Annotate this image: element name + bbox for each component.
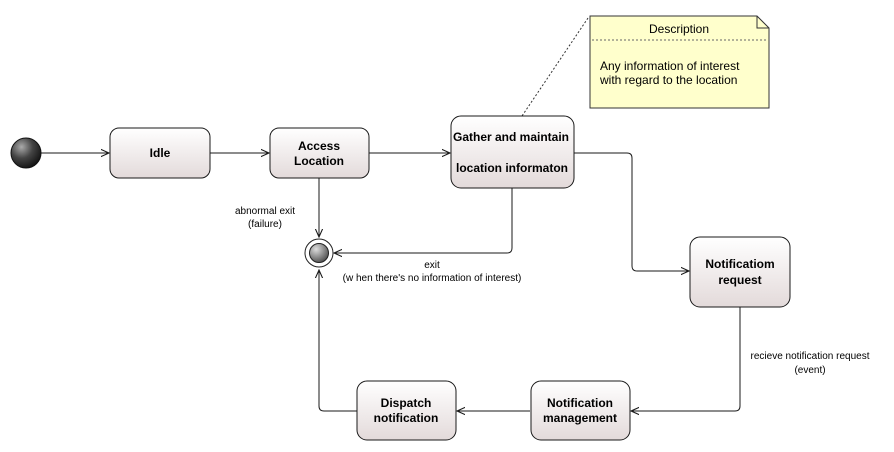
svg-text:exit: exit [424,260,440,271]
note-connector [521,17,589,117]
state-idle[interactable]: Idle [109,127,211,179]
svg-text:recieve notification request: recieve notification request [751,351,870,362]
state-access-location[interactable]: Access Location [269,127,370,179]
final-node [304,238,334,268]
label-exit: exit (w hen there's no information of in… [343,260,522,284]
note-text-line2: with regard to the location [599,73,737,87]
note-title: Description [649,22,709,36]
svg-text:Access: Access [298,139,340,153]
description-note: Description Any information of interest … [589,15,770,109]
svg-text:notification: notification [374,411,439,425]
edge-gather-to-final [334,188,513,253]
initial-node [10,137,42,169]
svg-text:Notificatiom: Notificatiom [705,257,774,271]
state-idle-label: Idle [150,146,171,160]
state-notification-request[interactable]: Notificatiom request [689,236,791,308]
svg-text:abnormal exit: abnormal exit [235,206,295,217]
edge-dispatch-to-final [319,270,357,412]
state-gather-location-info[interactable]: Gather and maintain location informaton [450,115,575,189]
label-receive-notification-request: recieve notification request (event) [751,351,870,376]
svg-text:Dispatch: Dispatch [381,396,432,410]
svg-text:(event): (event) [794,365,825,376]
label-abnormal-exit: abnormal exit (failure) [235,206,295,230]
svg-text:location informaton: location informaton [456,161,568,175]
note-text-line1: Any information of interest [600,59,740,73]
svg-text:request: request [718,273,761,287]
svg-text:(failure): (failure) [248,219,282,230]
svg-text:Notification: Notification [547,396,613,410]
svg-text:management: management [543,411,617,425]
state-notification-management[interactable]: Notification management [530,380,631,441]
svg-text:(w hen there's no information: (w hen there's no information of interes… [343,273,522,284]
state-dispatch-notification[interactable]: Dispatch notification [356,380,457,441]
svg-text:Gather and maintain: Gather and maintain [453,130,569,144]
edge-request-to-management [631,307,741,411]
edge-gather-to-notification-request [574,152,689,271]
svg-text:Location: Location [294,154,344,168]
